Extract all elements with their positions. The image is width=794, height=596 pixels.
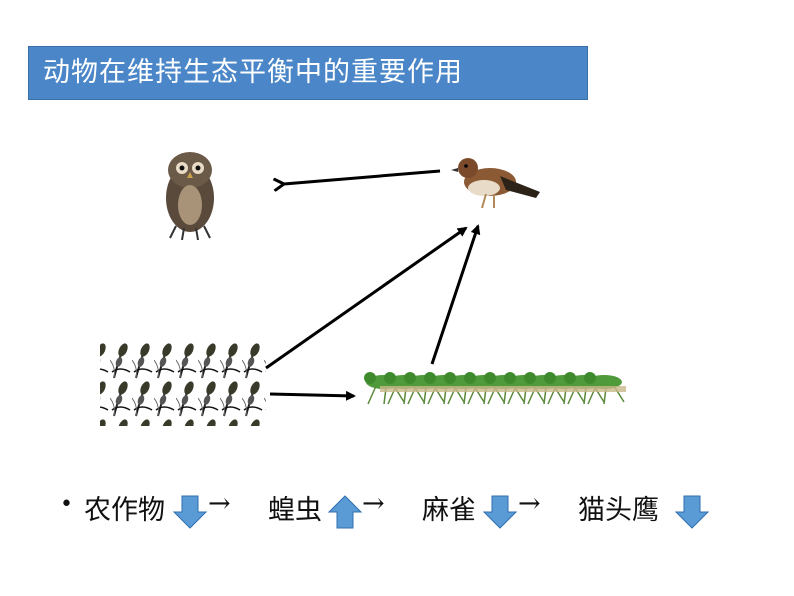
trend-down-icon xyxy=(674,495,710,529)
owl-icon xyxy=(166,152,214,241)
trend-down-icon xyxy=(172,495,208,529)
arrow-crops-to-locust xyxy=(269,390,356,401)
trend-up-icon xyxy=(327,495,363,529)
trend-down-icon xyxy=(482,495,518,529)
page-title: 动物在维持生态平衡中的重要作用 xyxy=(43,57,463,88)
chain-item-locust: 蝗虫 xyxy=(268,495,322,526)
sparrow-icon xyxy=(451,158,540,209)
crops-icon xyxy=(100,342,266,426)
arrow-locust-to-sparrow xyxy=(430,224,481,365)
chain-item-sparrow: 麻雀 xyxy=(422,495,476,526)
locusts-icon xyxy=(364,371,626,405)
arrow-crops-to-sparrow xyxy=(265,226,468,370)
chain-arrow: → xyxy=(518,488,541,519)
food-chain-row: • 农作物 → 蝗虫 → 麻雀 → 猫头鹰 xyxy=(60,488,740,532)
chain-arrow: → xyxy=(362,488,385,519)
arrow-sparrow-to-owl xyxy=(284,169,441,184)
chain-arrow: → xyxy=(208,488,231,519)
chain-item-owl: 猫头鹰 xyxy=(578,495,659,526)
bullet: • xyxy=(60,492,73,517)
title-banner: 动物在维持生态平衡中的重要作用 xyxy=(28,46,588,100)
chain-item-crops: 农作物 xyxy=(84,495,165,526)
